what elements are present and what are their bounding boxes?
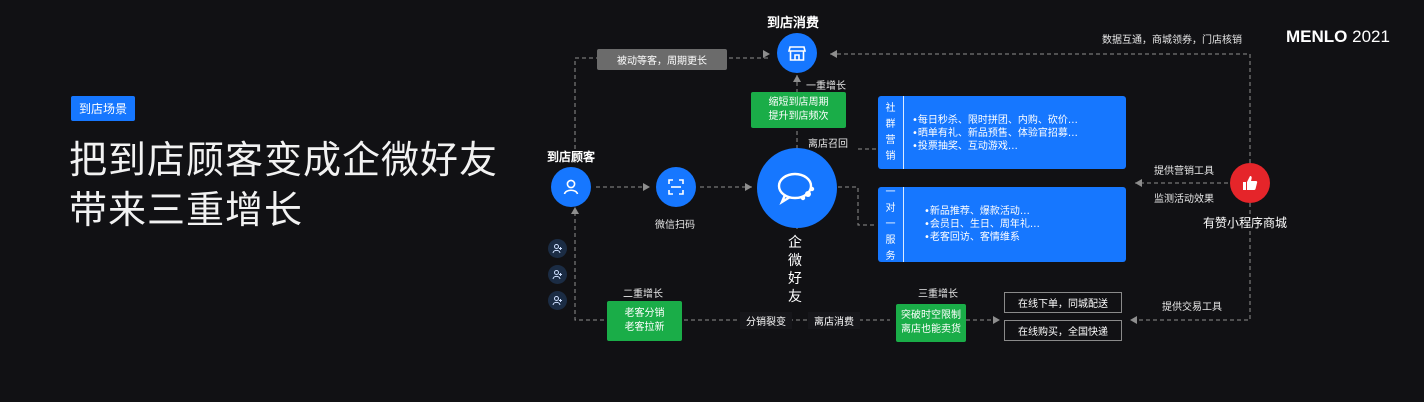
break-limits-line-1: 突破时空限制 xyxy=(901,310,961,321)
panel-line: •每日秒杀、限时拼团、内购、砍价… xyxy=(912,115,1078,126)
enterprise-friend-char: 好 xyxy=(788,271,802,287)
provide-marketing-tools-label: 提供营销工具 xyxy=(1154,166,1214,177)
community-marketing-panel: 社 群 营 销 •每日秒杀、限时拼团、内购、砍价… •晒单有礼、新品预售、体验官… xyxy=(878,96,1126,169)
shorten-cycle-line-2: 提升到店频次 xyxy=(768,111,829,122)
add-user-icon xyxy=(548,265,567,284)
chat-icon xyxy=(777,172,815,206)
old-customers-line-1: 老客分销 xyxy=(624,308,665,319)
panel-side-char: 一 xyxy=(885,218,896,230)
headline-line-2: 带来三重增长 xyxy=(69,188,304,232)
panel-side-char: 群 xyxy=(885,118,896,130)
one-on-one-service-panel: 一 对 一 服 务 •新品推荐、爆款活动… •会员日、生日、周年礼… •老客回访… xyxy=(878,187,1126,262)
panel-side-char: 服 xyxy=(885,234,896,246)
headline-line-1: 把到店顾客变成企微好友 xyxy=(69,138,499,182)
store-icon xyxy=(787,46,807,61)
panel-line: •会员日、生日、周年礼… xyxy=(924,219,1040,230)
panel-line: •老客回访、客情维系 xyxy=(924,232,1020,243)
passive-wait-label: 被动等客，周期更长 xyxy=(597,49,727,70)
add-user-icon xyxy=(548,239,567,258)
panel-side-char: 社 xyxy=(885,102,896,114)
one-on-one-panel-side: 一 对 一 服 务 xyxy=(878,187,904,262)
panel-line: •新品推荐、爆款活动… xyxy=(924,206,1030,217)
data-interop-label: 数据互通，商城领券，门店核销 xyxy=(1102,35,1242,46)
add-user-icon xyxy=(548,291,567,310)
old-customers-line-2: 老客拉新 xyxy=(624,322,665,333)
youzan-mall-node xyxy=(1230,163,1270,203)
community-panel-side: 社 群 营 销 xyxy=(878,96,904,169)
distribution-fission-label: 分销裂变 xyxy=(740,312,792,329)
customer-node xyxy=(551,167,591,207)
panel-side-char: 一 xyxy=(885,186,896,198)
growth-two-label: 二重增长 xyxy=(623,289,663,300)
scan-icon xyxy=(668,179,684,195)
panel-side-char: 对 xyxy=(885,202,896,214)
wechat-scan-label: 微信扫码 xyxy=(655,220,695,231)
brand-logo: MENLO 2021 xyxy=(1286,27,1390,47)
community-panel-body: •每日秒杀、限时拼团、内购、砍价… •晒单有礼、新品预售、体验官招募… •投票抽… xyxy=(912,114,1078,153)
scan-node xyxy=(656,167,696,207)
break-limits-box: 突破时空限制 离店也能卖货 xyxy=(896,304,966,342)
enterprise-friend-char: 微 xyxy=(788,253,802,269)
growth-one-label: 一重增长 xyxy=(806,81,846,92)
enterprise-friend-node xyxy=(757,148,837,228)
offline-consume-label: 离店消费 xyxy=(808,312,860,329)
growth-three-label: 三重增长 xyxy=(918,289,958,300)
panel-side-char: 务 xyxy=(885,250,896,262)
headline: 把到店顾客变成企微好友 带来三重增长 xyxy=(69,135,498,235)
store-recall-label: 离店召回 xyxy=(808,139,848,150)
panel-line: •投票抽奖、互动游戏… xyxy=(912,141,1018,152)
person-icon xyxy=(563,179,579,195)
store-customer-label: 到店顾客 xyxy=(547,150,596,164)
enterprise-friend-char: 企 xyxy=(788,235,802,251)
provide-trade-tools-label: 提供交易工具 xyxy=(1162,302,1222,313)
scene-tag: 到店场景 xyxy=(71,96,136,121)
brand-year: 2021 xyxy=(1352,27,1390,46)
panel-side-char: 销 xyxy=(885,150,896,162)
shorten-cycle-box: 缩短到店周期 提升到店频次 xyxy=(751,92,846,128)
panel-line: •晒单有礼、新品预售、体验官招募… xyxy=(912,128,1078,139)
online-buy-box: 在线购买，全国快递 xyxy=(1004,320,1122,341)
break-limits-line-2: 离店也能卖货 xyxy=(901,324,961,335)
shorten-cycle-line-1: 缩短到店周期 xyxy=(768,97,829,108)
store-node xyxy=(777,33,817,73)
youzan-mall-label: 有赞小程序商城 xyxy=(1203,216,1288,230)
thumbs-up-icon xyxy=(1243,176,1258,190)
old-customers-box: 老客分销 老客拉新 xyxy=(607,301,682,341)
one-on-one-panel-body: •新品推荐、爆款活动… •会员日、生日、周年礼… •老客回访、客情维系 xyxy=(924,205,1040,244)
monitor-activity-label: 监测活动效果 xyxy=(1154,194,1214,205)
online-order-box: 在线下单，同城配送 xyxy=(1004,292,1122,313)
store-consume-label: 到店消费 xyxy=(767,16,820,31)
enterprise-friend-char: 友 xyxy=(788,289,802,305)
panel-side-char: 营 xyxy=(885,134,896,146)
brand-name: MENLO xyxy=(1286,27,1348,46)
enterprise-friend-label: 企 微 好 友 xyxy=(788,234,802,306)
